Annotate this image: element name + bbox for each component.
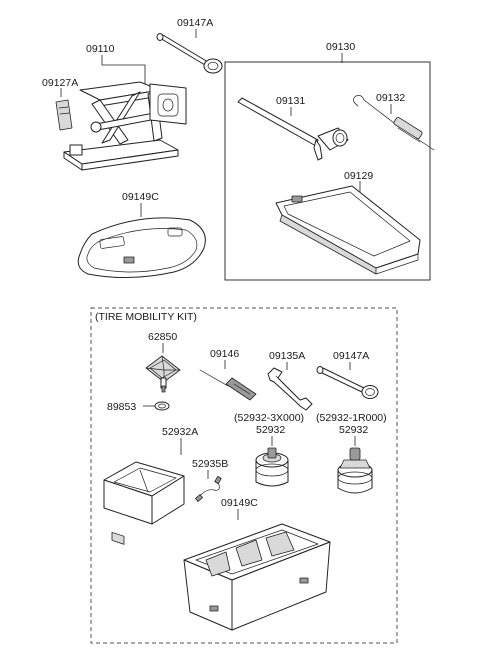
label-09131: 09131: [276, 95, 305, 107]
label-52932-1r000: (52932-1R000): [316, 412, 387, 424]
label-52935b: 52935B: [192, 458, 228, 470]
scissor-jack-drawing: [63, 81, 187, 171]
label-09127a: 09127A: [42, 77, 78, 89]
label-09129: 09129: [344, 170, 373, 182]
label-09149c-kit: 09149C: [221, 497, 258, 509]
label-52932-right: 52932: [339, 424, 368, 436]
o-ring-drawing: [154, 401, 170, 411]
hose-drawing: [195, 476, 222, 502]
screwdriver-drawing: [199, 369, 257, 401]
label-09110: 09110: [86, 43, 115, 55]
label-09147a-kit: 09147A: [333, 350, 369, 362]
label-52932a: 52932A: [162, 426, 198, 438]
box-09130-group: [224, 61, 431, 281]
sealant-bottle-1r000-drawing: [337, 447, 373, 494]
compressor-drawing: [103, 461, 185, 545]
lug-wrench-kit-drawing: [316, 366, 379, 399]
sealant-bottle-3x000-drawing: [255, 447, 289, 487]
label-52932-left: 52932: [256, 424, 285, 436]
label-tire-mobility-kit: (TIRE MOBILITY KIT): [95, 311, 197, 323]
l-wrench-drawing: [237, 97, 349, 161]
label-09146: 09146: [210, 348, 239, 360]
label-62850: 62850: [148, 331, 177, 343]
spanner-drawing: [267, 367, 313, 411]
box-tire-mobility-kit: [90, 307, 398, 644]
hook-rod-drawing: [353, 95, 435, 151]
label-09130: 09130: [326, 41, 355, 53]
label-52932-3x000: (52932-3X000): [234, 412, 304, 424]
label-09149c-top: 09149C: [122, 191, 159, 203]
valve-core-tool-drawing: [145, 355, 181, 393]
foam-tray-kit-drawing: [183, 523, 331, 631]
label-09135a: 09135A: [269, 350, 305, 362]
label-89853: 89853: [107, 401, 136, 413]
tool-tray-top-drawing: [77, 217, 206, 279]
sticker-drawing: [55, 99, 73, 131]
label-09132: 09132: [376, 92, 405, 104]
label-09147a-top: 09147A: [177, 17, 213, 29]
leader-lines: [60, 29, 392, 520]
lug-wrench-top-drawing: [156, 33, 223, 74]
tool-bag-drawing: [275, 185, 421, 275]
